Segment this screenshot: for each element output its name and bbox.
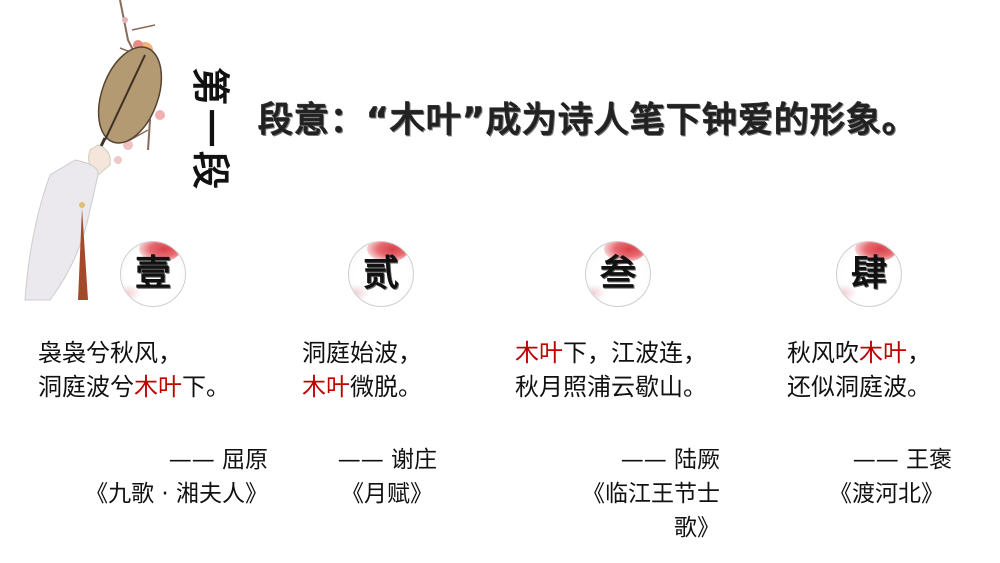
work-title: 《渡河北》 [829,481,944,507]
author: —— 王褒 [852,447,952,473]
work-title: 《临江王节士 [582,481,720,507]
highlight-text: 木叶 [134,373,182,401]
poem-line: 洞庭波兮木叶下。 [38,370,230,404]
text: 还似洞庭波。 [787,373,931,401]
work-title: 《九歌 · 湘夫人》 [85,481,268,507]
text: 微脱。 [350,373,422,401]
badge-number: 贰 [362,253,399,294]
poem-1: 袅袅兮秋风， 洞庭波兮木叶下。 [38,336,230,404]
highlight-text: 木叶 [302,373,350,401]
poem-3: 木叶下，江波连， 秋月照浦云歇山。 [515,336,707,404]
blossom-icon [367,242,409,262]
attribution-2: —— 谢庄 《月赋》 [338,443,437,511]
poem-line: 秋风吹木叶， [787,336,931,370]
author: —— 谢庄 [337,447,437,473]
highlight-text: 木叶 [515,339,563,367]
work-title: 《月赋》 [341,481,433,507]
badge-2: 贰 [348,241,414,307]
ink-wash-icon [349,284,369,302]
poem-line: 还似洞庭波。 [787,370,931,404]
text: 下。 [182,373,230,401]
poem-line: 袅袅兮秋风， [38,336,230,370]
badge-number: 叁 [599,253,636,294]
poem-line: 洞庭始波， [302,336,422,370]
ink-wash-icon [121,284,141,302]
text: 洞庭波兮 [38,373,134,401]
lady-with-fan-illustration-icon [24,0,165,301]
badge-number: 壹 [134,253,171,294]
blossom-icon [604,242,646,262]
ink-wash-icon [586,284,606,302]
text: ， [907,339,931,367]
poem-4: 秋风吹木叶， 还似洞庭波。 [787,336,931,404]
attribution-4: —— 王褒 《渡河北》 [829,443,952,511]
ink-wash-icon [837,284,857,302]
attribution-3: —— 陆厥 《临江王节士 歌》 [582,443,720,545]
blossom-icon [855,242,897,262]
text: 秋月照浦云歇山。 [515,373,707,401]
author: —— 陆厥 [620,447,720,473]
badge-number: 肆 [850,253,887,294]
poem-line: 木叶下，江波连， [515,336,707,370]
work-title-continued: 歌》 [674,515,720,541]
headline: 段意：“木叶”成为诗人笔下钟爱的形象。 [258,101,919,141]
highlight-text: 木叶 [859,339,907,367]
blossom-icon [139,242,181,262]
attribution-1: —— 屈原 《九歌 · 湘夫人》 [85,443,268,511]
text: 秋风吹 [787,339,859,367]
section-label: 第一段 [188,66,232,193]
text: 下，江波连， [563,339,707,367]
badge-1: 壹 [120,241,186,307]
badge-3: 叁 [585,241,651,307]
text: 洞庭始波， [302,339,422,367]
badge-4: 肆 [836,241,902,307]
text: 袅袅兮秋风， [38,339,182,367]
author: —— 屈原 [168,447,268,473]
poem-2: 洞庭始波， 木叶微脱。 [302,336,422,404]
poem-line: 秋月照浦云歇山。 [515,370,707,404]
poem-line: 木叶微脱。 [302,370,422,404]
